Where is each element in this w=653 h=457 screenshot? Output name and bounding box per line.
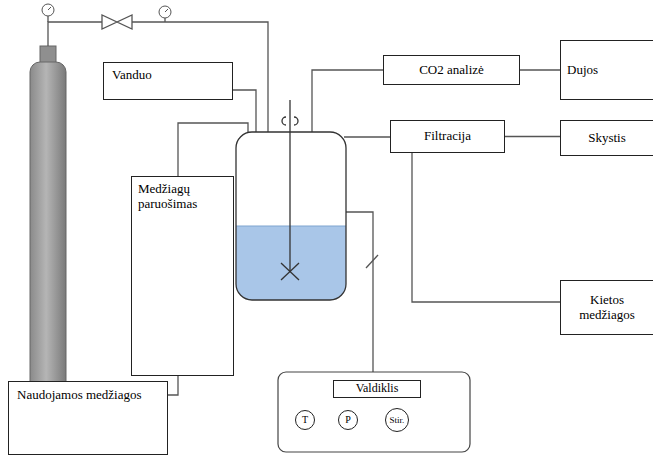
analysis-box: CO2 analizė [383,55,520,85]
input-box: Naudojamos medžiagos [8,381,168,455]
process-box: Medžiagų paruošimas [131,176,234,376]
connector-line [520,69,560,70]
controller-panel [278,372,470,452]
box-label: Dujos [567,63,598,78]
connector-line [505,136,560,137]
gauge-circle: Stir. [385,408,409,432]
box-label: Stir. [390,415,405,425]
gas-cylinder [30,46,66,422]
output-box: Dujos [560,40,653,100]
output-box: Kietos medžiagos [560,280,653,335]
box-label: CO2 analizė [419,63,484,78]
connector-line [168,376,178,395]
reactor-vessel [230,132,355,306]
gas-line [48,16,268,150]
output-box: Skystis [560,120,653,156]
controller-label-box: Valdiklis [333,380,421,398]
connector-line [412,153,560,302]
valve-symbol [102,15,132,29]
box-label: Vanduo [112,68,152,83]
gauge-circle: T [295,410,315,430]
box-label: P [345,414,351,426]
box-label: Naudojamos medžiagos [17,388,142,403]
input-box: Vanduo [103,62,233,100]
box-label: T [302,414,308,426]
stirrer [281,100,299,280]
box-label: Medžiagų paruošimas [138,182,227,212]
box-label: Filtracija [424,129,471,144]
gauge-circle: P [338,410,358,430]
process-box: Filtracija [390,120,505,153]
box-label: Kietos medžiagos [567,293,647,323]
box-label: Skystis [588,131,626,146]
box-label: Valdiklis [356,382,399,396]
pressure-gauge [42,4,171,18]
